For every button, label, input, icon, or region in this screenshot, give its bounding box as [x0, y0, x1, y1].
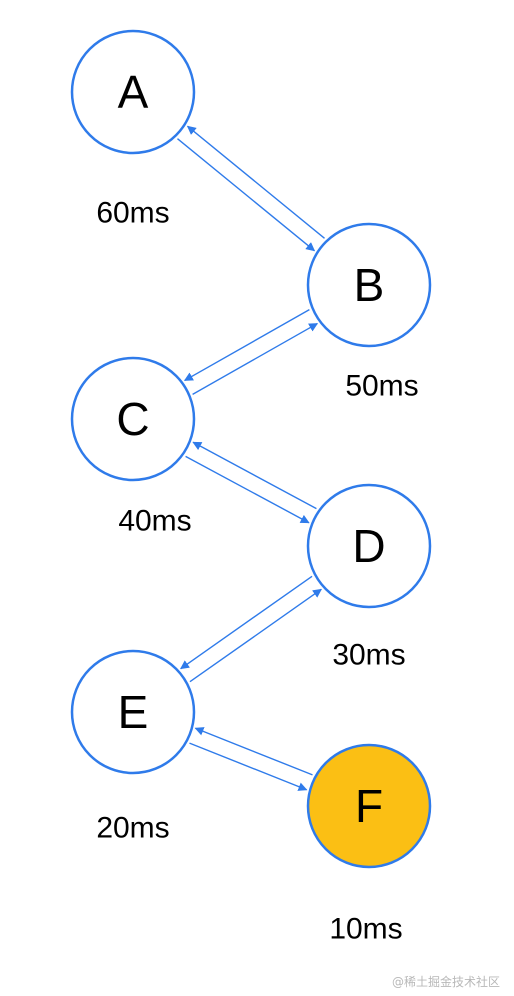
arrow-e-to-f: [189, 742, 308, 791]
node-c-circle: [70, 356, 196, 482]
node-b-time: 50ms: [345, 370, 418, 403]
arrow-a-to-b: [177, 138, 316, 252]
node-f-time: 10ms: [329, 913, 402, 946]
node-e-circle: [70, 649, 196, 775]
watermark: @稀土掘金技术社区: [391, 975, 500, 989]
node-a-time: 60ms: [96, 197, 169, 230]
arrow-f-to-e: [194, 727, 313, 776]
arrow-c-to-d: [185, 455, 310, 524]
arrow-c-to-b: [192, 322, 319, 395]
node-a-label: A: [118, 66, 149, 118]
arrow-b-to-c: [183, 309, 310, 382]
arrow-d-to-e: [180, 575, 313, 670]
node-c: C: [70, 356, 196, 482]
node-f-label: F: [355, 780, 383, 832]
node-e-time: 20ms: [96, 812, 169, 845]
node-d-label: D: [352, 520, 385, 572]
edges: [177, 125, 325, 791]
node-b: B: [306, 222, 432, 348]
node-b-label: B: [354, 259, 385, 311]
node-f-circle: [306, 743, 432, 869]
node-c-time: 40ms: [118, 505, 191, 538]
node-a: A: [70, 29, 196, 155]
node-d: D: [306, 483, 432, 609]
node-e-label: E: [118, 686, 149, 738]
node-d-circle: [306, 483, 432, 609]
arrow-d-to-c: [192, 441, 317, 510]
node-c-label: C: [116, 393, 149, 445]
node-b-circle: [306, 222, 432, 348]
node-a-circle: [70, 29, 196, 155]
arrow-e-to-d: [189, 588, 322, 683]
arrow-b-to-a: [186, 125, 325, 239]
node-e: E: [70, 649, 196, 775]
node-f: F: [306, 743, 432, 869]
node-d-time: 30ms: [332, 639, 405, 672]
